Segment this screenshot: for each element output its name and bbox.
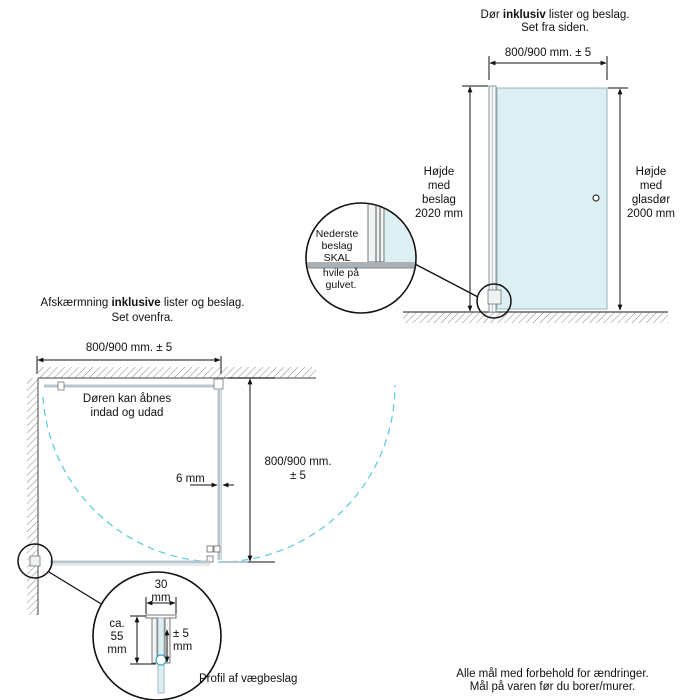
side-view [305,56,668,323]
detail-leader-line [412,262,479,298]
door-swing-arc [42,384,396,563]
top-view-subtitle: Set ovenfra. [111,312,174,324]
profile-caption: Profil af vægbeslag [199,673,298,685]
side-view-subtitle: Set fra siden. [521,22,589,34]
top-view-title: Afskærmning inklusive lister og beslag. [40,297,245,309]
side-width-label: 800/900 mm. ± 5 [504,47,592,59]
left-wall-hatch [27,378,38,615]
top-width-label: 800/900 mm. ± 5 [85,342,173,354]
glass-door-panel [496,87,608,310]
footer-disclaimer: Alle mål med forbehold for ændringer.Mål… [456,668,649,693]
top-wall-hatch [38,367,316,378]
profile-width-label: 30 [154,579,168,591]
top-view [17,356,396,700]
profile-width-unit: mm [151,592,171,604]
bottom-bracket-marker [476,283,512,319]
top-depth-label: 800/900 mm.± 5 [264,456,332,482]
door-knob [592,194,600,202]
profile-leader-line [48,571,104,606]
side-view-title: Dør inklusiv lister og beslag. [480,9,630,21]
side-floor-hatch [403,312,668,323]
gap-label: 6 mm [176,473,205,485]
wall-bracket-marker [17,543,53,579]
